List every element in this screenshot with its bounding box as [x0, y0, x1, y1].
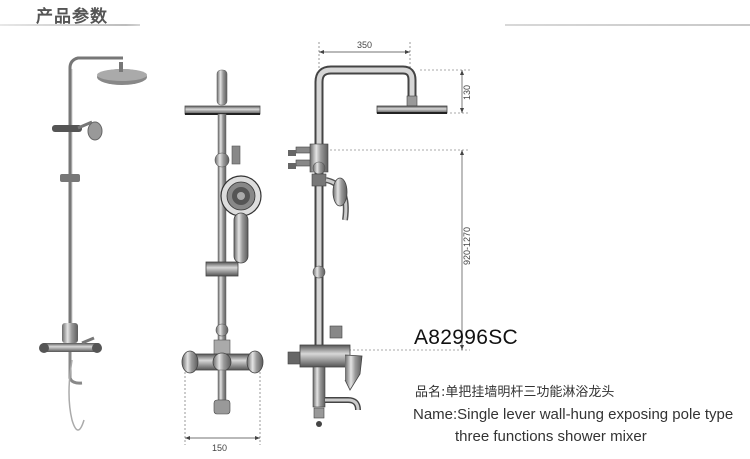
slide-bar-holder — [60, 174, 80, 182]
diverter — [62, 323, 78, 343]
perspective-view — [39, 56, 147, 431]
pole-height-label: 920-1270 — [462, 227, 472, 265]
header-divider-right — [505, 24, 750, 26]
hand-shower — [220, 175, 262, 264]
front-view: 150 — [181, 69, 264, 453]
wall-bracket-top — [52, 125, 82, 132]
mixer-body — [41, 343, 101, 352]
tub-spout — [312, 366, 361, 427]
top-width-label: 350 — [357, 40, 372, 50]
mixer-body — [181, 350, 264, 374]
bottom-width-label: 150 — [212, 443, 227, 453]
tub-spout — [217, 369, 227, 401]
product-name-chinese: 品名:单把挂墙明杆三功能淋浴龙头 — [415, 385, 615, 400]
hand-shower — [325, 177, 349, 221]
rain-shower-head — [184, 105, 261, 115]
head-drop-label: 130 — [462, 85, 472, 100]
rain-shower-head — [376, 105, 448, 114]
product-name-english-line1: Name:Single lever wall-hung exposing pol… — [413, 406, 734, 423]
tub-spout — [68, 352, 83, 385]
product-name-english-line2: three functions shower mixer — [455, 428, 647, 445]
slide-holder — [205, 261, 239, 277]
model-number: A82996SC — [414, 326, 518, 349]
hand-shower — [77, 120, 103, 141]
side-view: 350 130 920-1270 — [287, 40, 472, 427]
page-title: 产品参数 — [36, 7, 108, 27]
mixer-body — [287, 344, 363, 391]
header-divider-left — [0, 24, 140, 26]
